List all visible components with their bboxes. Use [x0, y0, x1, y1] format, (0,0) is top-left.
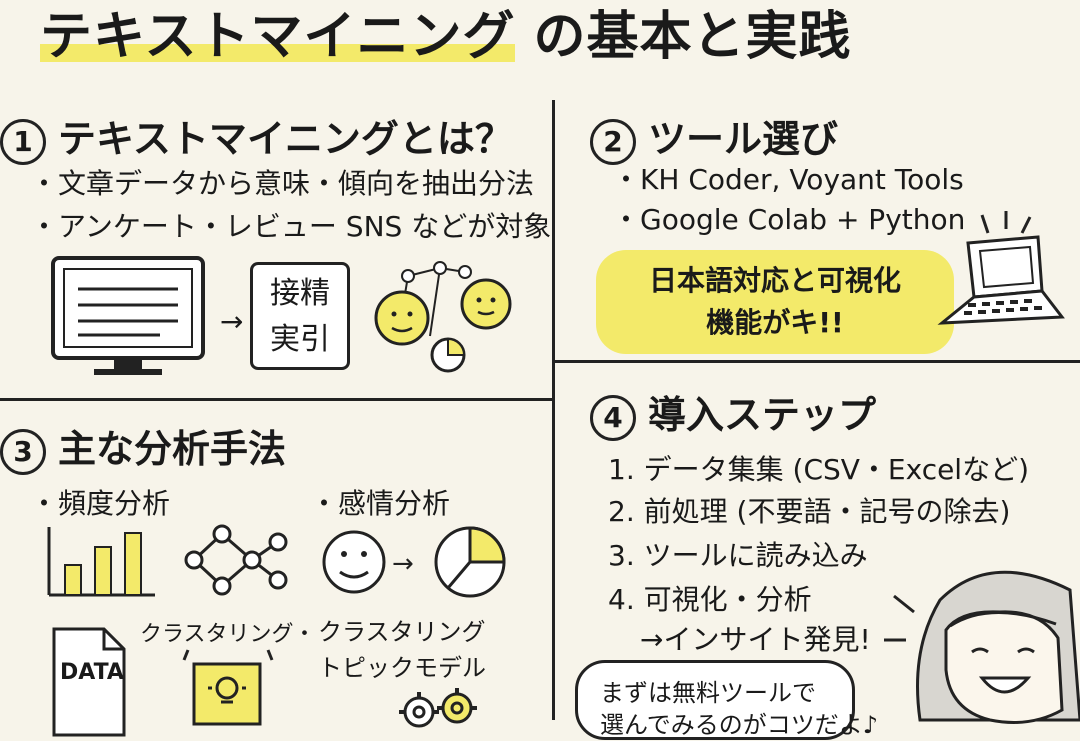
section4-title: 4 導入ステップ — [590, 384, 876, 441]
title-rest: の基本と実践 — [533, 7, 852, 67]
monitor-icon — [51, 256, 205, 375]
callout-line2: 機能がキ!! — [706, 306, 844, 339]
section3-title: 3 主な分析手法 — [0, 418, 286, 475]
section2-bullet-2: Google Colab + Python — [612, 198, 965, 238]
speech-bubble: まずは無料ツールで 選んでみるのがコツだよ♪ — [575, 660, 879, 740]
step-2: 2. 前処理 (不要語・記号の除去) — [608, 495, 1011, 528]
section1-number: 1 — [0, 118, 46, 165]
horizontal-divider-left — [0, 398, 552, 401]
callout-line1: 日本語対応と可視化 — [648, 264, 901, 297]
section1-bullet-2: アンケート・レビュー SNS などが対象 — [30, 205, 551, 245]
gears-icon — [399, 688, 477, 728]
sentiment-pie-icon: → — [322, 526, 506, 598]
section3-item-2: 感情分析 — [310, 482, 450, 522]
section1-title: 1 テキストマイニングとは？ — [0, 108, 513, 165]
arrow-icon: → — [220, 305, 244, 338]
section3-heading: 主な分析手法 — [58, 427, 287, 471]
box-text-line1: 接精 — [270, 276, 330, 311]
clustering-label-left: クラスタリング・ — [140, 622, 316, 647]
title-main: テキストマイニング — [40, 7, 516, 67]
step-3: 3. ツールに読み込み — [608, 539, 868, 572]
box-text-line2: 実引 — [270, 322, 330, 357]
section2-bullet-1: KH Coder, Voyant Tools — [612, 158, 964, 198]
bubble-line2: 選んでみるのがコツだよ♪ — [600, 711, 879, 739]
page-title: テキストマイニングの基本と実践 — [40, 0, 851, 69]
laptop-icon — [937, 211, 1065, 325]
section1-bullet-1: 文章データから意味・傾向を抽出分法 — [30, 162, 534, 202]
bar-chart-icon — [47, 527, 155, 597]
data-file-icon — [52, 627, 126, 737]
clustering-label-right: クラスタリング トピックモデル — [318, 618, 486, 682]
section3-item-1: 頻度分析 — [30, 482, 170, 522]
section1-heading: テキストマイニングとは？ — [58, 117, 513, 161]
section2-callout: 日本語対応と可視化 機能がキ!! — [596, 250, 954, 354]
dictionary-box: 接精 実引 — [250, 262, 350, 370]
section2-heading: ツール選び — [648, 117, 839, 161]
data-label: DATA — [60, 660, 124, 685]
network-graph-icon — [184, 524, 288, 596]
section4-number: 4 — [590, 394, 636, 441]
person-illustration — [884, 570, 1080, 724]
step-1: 1. データ集集 (CSV・Excelなど) — [608, 453, 1030, 486]
svg-text:→: → — [392, 549, 414, 579]
step-4: 4. 可視化・分析 — [608, 583, 812, 616]
step-4-result: →インサイト発見! — [640, 623, 871, 656]
bubble-line1: まずは無料ツールで — [600, 679, 816, 707]
section4-heading: 導入ステップ — [648, 393, 877, 437]
section3-number: 3 — [0, 428, 46, 475]
horizontal-divider-right — [555, 360, 1080, 363]
vertical-divider — [552, 100, 555, 720]
sentiment-network-icon — [374, 261, 512, 373]
lightbulb-monitor-icon — [182, 649, 274, 726]
